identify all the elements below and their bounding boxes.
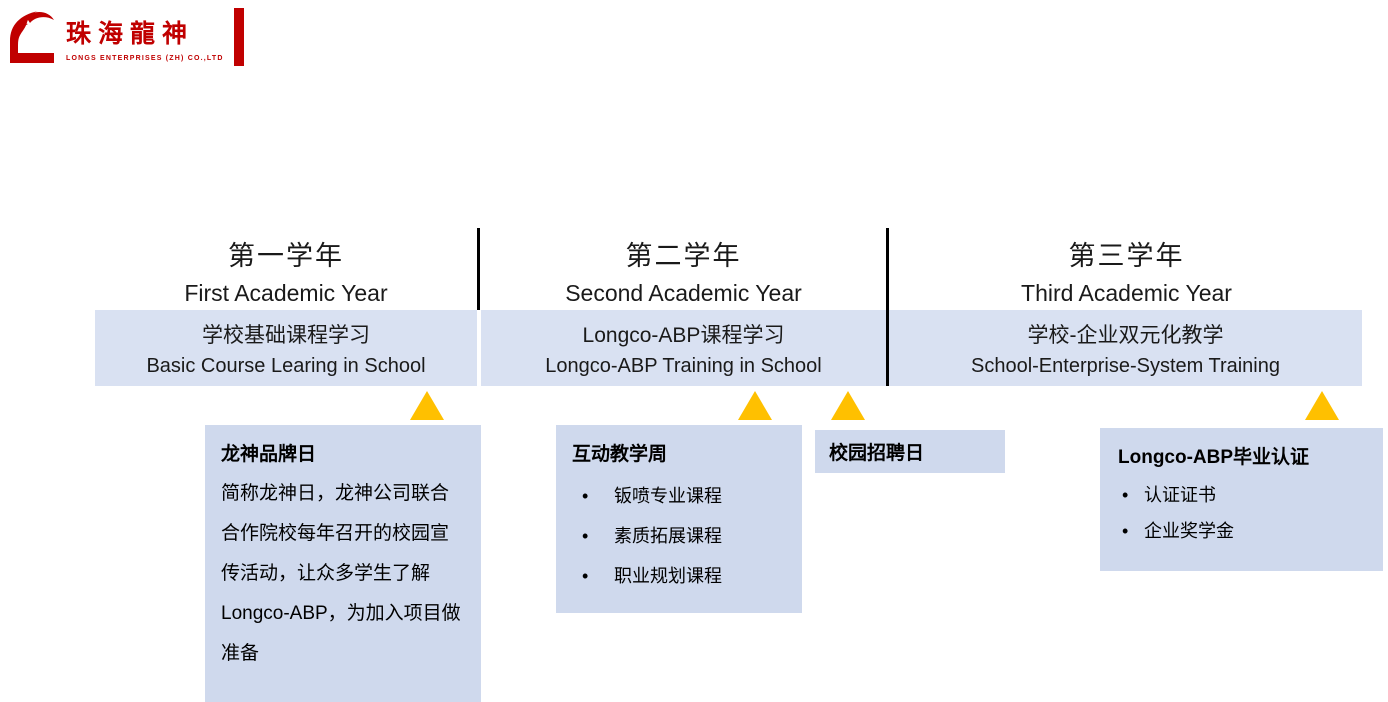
year-header-first: 第一学年 First Academic Year [95, 234, 477, 307]
callout-brand-day-title: 龙神品牌日 [221, 444, 317, 465]
callout-teaching-week: 互动教学周 钣喷专业课程 素质拓展课程 职业规划课程 [556, 425, 802, 613]
year-3-title-cn: 第三学年 [1068, 241, 1185, 271]
callout-certification-title: Longco-ABP毕业认证 [1118, 447, 1310, 468]
callout-recruitment-day-title: 校园招聘日 [829, 443, 925, 464]
certification-bullet-list: 认证证书 企业奖学金 [1118, 477, 1365, 549]
brand-name: 珠海龍神 [66, 21, 195, 48]
band-1-label-en: Basic Course Learing in School [146, 354, 426, 377]
bullet-item: 企业奖学金 [1118, 513, 1365, 549]
callout-graduation-certification: Longco-ABP毕业认证 认证证书 企业奖学金 [1100, 428, 1383, 571]
callout-recruitment-day: 校园招聘日 [815, 430, 1005, 473]
band-2-label-cn: Longco-ABP课程学习 [582, 323, 785, 347]
callout-arrow-3 [831, 391, 865, 420]
column-divider-1 [477, 228, 480, 310]
logo: 珠海龍神 LONGS ENTERPRISES (ZH) CO.,LTD [8, 8, 244, 70]
year-2-title-en: Second Academic Year [565, 280, 802, 306]
band-segment-year-1: 学校基础课程学习 Basic Course Learing in School [95, 310, 477, 386]
bullet-item: 钣喷专业课程 [572, 476, 786, 516]
band-2-label-en: Longco-ABP Training in School [545, 354, 822, 377]
year-1-title-en: First Academic Year [184, 280, 388, 306]
callout-arrow-1 [410, 391, 444, 420]
year-header-second: 第二学年 Second Academic Year [481, 234, 886, 307]
logo-red-bar [233, 8, 244, 66]
callout-brand-day-body: 简称龙神日，龙神公司联合合作院校每年召开的校园宣传活动，让众多学生了解Longc… [221, 483, 461, 664]
bullet-item: 职业规划课程 [572, 556, 786, 596]
year-3-title-en: Third Academic Year [1021, 280, 1232, 306]
band-3-label-cn: 学校-企业双元化教学 [1027, 323, 1224, 347]
year-1-title-cn: 第一学年 [228, 241, 344, 271]
brand-subtitle: LONGS ENTERPRISES (ZH) CO.,LTD [66, 55, 224, 62]
dragon-l-icon [8, 8, 60, 66]
band-segment-year-2: Longco-ABP课程学习 Longco-ABP Training in Sc… [481, 310, 886, 386]
band-3-label-en: School-Enterprise-System Training [970, 354, 1280, 377]
column-divider-2 [886, 228, 889, 386]
callout-arrow-2 [738, 391, 772, 420]
callout-brand-day: 龙神品牌日 简称龙神日，龙神公司联合合作院校每年召开的校园宣传活动，让众多学生了… [205, 425, 481, 702]
band-segment-year-3: 学校-企业双元化教学 School-Enterprise-System Trai… [889, 310, 1362, 386]
teaching-week-bullet-list: 钣喷专业课程 素质拓展课程 职业规划课程 [572, 476, 786, 596]
callout-arrow-4 [1305, 391, 1339, 420]
bullet-item: 认证证书 [1118, 477, 1365, 513]
bullet-item: 素质拓展课程 [572, 516, 786, 556]
year-2-title-cn: 第二学年 [625, 241, 742, 271]
year-header-third: 第三学年 Third Academic Year [891, 234, 1362, 307]
band-1-label-cn: 学校基础课程学习 [202, 323, 370, 347]
callout-teaching-week-title: 互动教学周 [572, 444, 668, 465]
logo-text: 珠海龍神 LONGS ENTERPRISES (ZH) CO.,LTD [66, 8, 224, 62]
